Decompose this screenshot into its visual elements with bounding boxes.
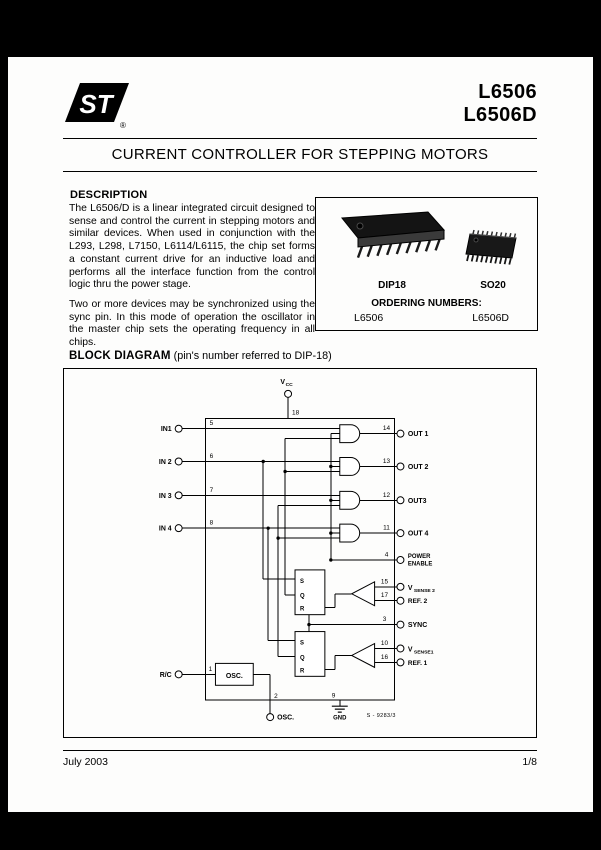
pin-12: 12: [383, 492, 391, 499]
doc-title: CURRENT CONTROLLER FOR STEPPING MOTORS: [111, 146, 489, 163]
ff2-q-label: Q: [300, 655, 305, 661]
part-number-2: L6506D: [463, 104, 537, 126]
ordering-number-1: L6506: [354, 312, 384, 324]
pin-6: 6: [210, 453, 214, 460]
vsense2-label: V: [408, 585, 413, 592]
out4-label: OUT 4: [408, 531, 429, 538]
power-enable-label-1: POWER: [408, 554, 431, 560]
package-label-dip18: DIP18: [378, 280, 406, 291]
pin-10: 10: [381, 640, 389, 647]
block-diagram-note: (pin's number referred to DIP-18): [173, 350, 332, 362]
part-numbers: L6506 L6506D: [463, 81, 537, 127]
comparator-1-icon: [350, 581, 376, 607]
block-diagram-title: BLOCK DIAGRAM: [69, 350, 171, 362]
ff1-q-label: Q: [300, 594, 305, 600]
pin-17: 17: [381, 592, 389, 599]
ff1-r-label: R: [300, 607, 305, 613]
pin-11: 11: [383, 525, 390, 532]
flip-flop-2: [294, 631, 326, 677]
sync-label: SYNC: [408, 622, 427, 629]
pin-4: 4: [385, 551, 389, 558]
st-logo-text: ST: [79, 89, 114, 119]
pin-5: 5: [210, 420, 214, 427]
page-number: 1/8: [522, 756, 537, 768]
power-enable-label-2: ENABLE: [408, 561, 433, 567]
pin-7: 7: [210, 487, 214, 494]
pin-15: 15: [381, 578, 389, 585]
footer-date: July 2003: [63, 756, 108, 768]
pin-13: 13: [383, 458, 391, 465]
header-rule: [63, 138, 537, 139]
ordering-numbers-heading: ORDERING NUMBERS:: [371, 298, 482, 309]
comparator-2-icon: [350, 642, 376, 669]
and-gate-icons: [339, 424, 361, 543]
description-heading: DESCRIPTION: [70, 189, 148, 201]
osc-block: [214, 662, 254, 686]
pin-3: 3: [383, 616, 387, 623]
vsense1-sub-label: SENSE1: [414, 649, 434, 655]
package-label-so20: SO20: [480, 280, 506, 291]
package-figure: DIP18 SO20 ORDERING NUMBERS: L6506 L6506…: [315, 197, 538, 331]
pin-8: 8: [210, 520, 214, 527]
pin-terminals: [174, 389, 405, 722]
osc-pin-label: OSC.: [277, 715, 294, 722]
rc-label: R/C: [160, 672, 172, 679]
registered-mark: ®: [120, 121, 126, 130]
pin-1: 1: [209, 666, 213, 673]
block-diagram-heading: BLOCK DIAGRAM (pin's number referred to …: [69, 350, 332, 362]
block-diagram-svg: V CC 18 IN1 IN 2 IN 3 IN 4 5 6 7 8 OUT 1…: [159, 379, 435, 722]
ff2-r-label: R: [300, 668, 305, 674]
vsense1-label: V: [408, 646, 413, 653]
figure-code: S - 9283/3: [367, 713, 396, 719]
ff2-s-label: S: [300, 641, 304, 647]
ordering-numbers: L6506 L6506D: [316, 312, 537, 324]
in4-label: IN 4: [159, 526, 172, 533]
pin-14: 14: [383, 425, 391, 432]
vcc-sub-label: CC: [286, 382, 294, 388]
ref2-label: REF. 2: [408, 598, 428, 605]
description-text: The L6506/D is a linear integrated circu…: [69, 203, 315, 357]
page-body: ST ® L6506 L6506D CURRENT CONTROLLER FOR…: [8, 57, 593, 812]
description-paragraph-1: The L6506/D is a linear integrated circu…: [69, 203, 315, 291]
st-logo-icon: ST: [65, 83, 129, 122]
vcc-label: V: [280, 379, 285, 386]
junction-dots: [261, 459, 333, 627]
title-rule: [63, 171, 537, 172]
gnd-label: GND: [333, 716, 347, 722]
pin-2: 2: [274, 693, 278, 700]
part-number-1: L6506: [478, 81, 537, 103]
description-paragraph-2: Two or more devices may be synchronized …: [69, 298, 315, 349]
footer: July 2003 1/8: [63, 756, 537, 768]
out3-label: OUT3: [408, 498, 427, 505]
block-diagram: V CC 18 IN1 IN 2 IN 3 IN 4 5 6 7 8 OUT 1…: [63, 368, 537, 738]
out1-label: OUT 1: [408, 431, 429, 438]
ordering-number-2: L6506D: [472, 312, 509, 324]
diagram-wires: [182, 397, 397, 714]
ref1-label: REF. 1: [408, 660, 428, 667]
flip-flop-1: [294, 569, 326, 616]
ff1-s-label: S: [300, 579, 304, 585]
pin-9: 9: [332, 693, 336, 700]
ground-symbol-icon: [331, 705, 348, 713]
in2-label: IN 2: [159, 459, 172, 466]
osc-block-label: OSC.: [226, 673, 243, 680]
vsense2-sub-label: SENSE 2: [414, 588, 435, 594]
in3-label: IN 3: [159, 493, 172, 500]
in1-label: IN1: [161, 426, 172, 433]
so20-package-icon: [465, 229, 517, 265]
footer-rule: [63, 750, 537, 751]
pin-16: 16: [381, 654, 389, 661]
pin-18: 18: [292, 410, 300, 417]
out2-label: OUT 2: [408, 464, 429, 471]
dip18-package-icon: [341, 211, 446, 259]
